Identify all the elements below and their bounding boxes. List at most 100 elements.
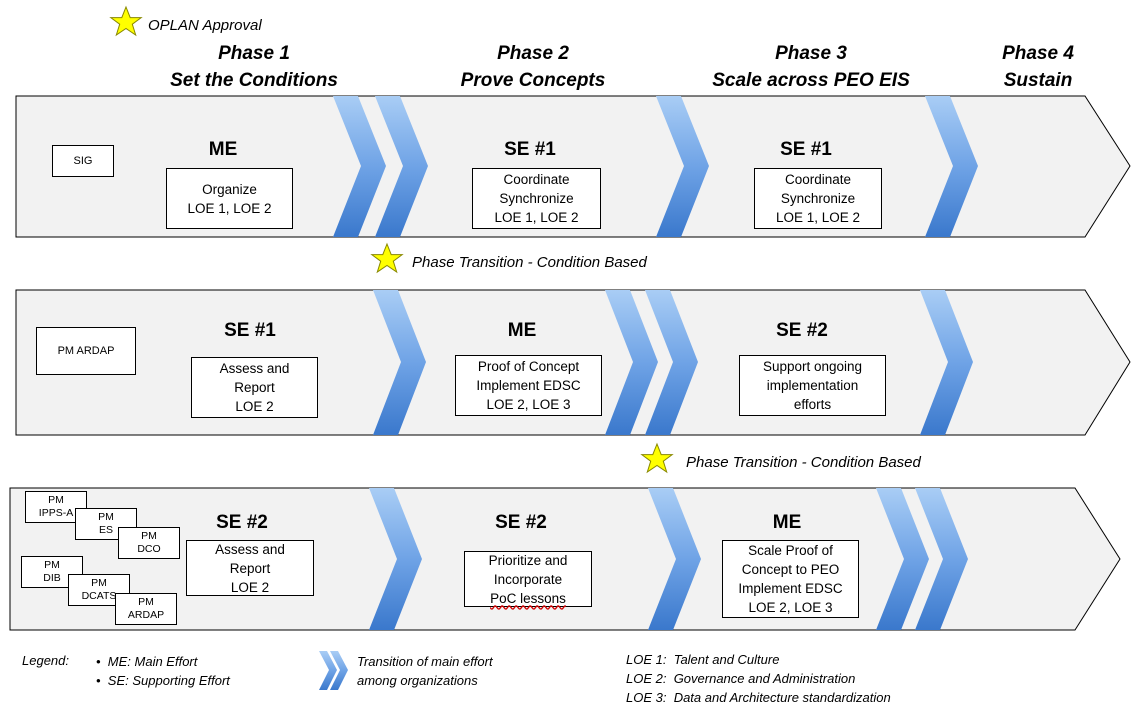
phase-subtitle: Set the Conditions bbox=[170, 70, 338, 91]
effort-line: Synchronize bbox=[780, 191, 856, 206]
effort-line: LOE 1, LOE 2 bbox=[775, 210, 861, 225]
phase-subtitle: Prove Concepts bbox=[460, 70, 606, 91]
legend-loe: LOE 3: Data and Architecture standardiza… bbox=[626, 690, 891, 705]
org-label: PM bbox=[91, 577, 107, 589]
legend-transition-line: among organizations bbox=[357, 673, 478, 688]
effort-box: Organize LOE 1, LOE 2 bbox=[166, 168, 293, 229]
effort-line: Assess and bbox=[215, 541, 285, 557]
effort-box: Proof of Concept Implement EDSC LOE 2, L… bbox=[455, 355, 602, 416]
legend-list: • ME: Main Effort • SE: Supporting Effor… bbox=[96, 652, 230, 690]
star-icon bbox=[370, 242, 404, 274]
legend-chevron-icon bbox=[330, 651, 348, 690]
effort-line: Scale Proof of bbox=[748, 543, 833, 558]
effort-label: SE #2 bbox=[495, 512, 547, 533]
effort-line: LOE 2 bbox=[235, 399, 274, 414]
phase-transition-label: Phase Transition - Condition Based bbox=[412, 254, 647, 271]
org-label: ES bbox=[98, 524, 113, 536]
transition-chevron bbox=[333, 96, 386, 237]
legend-loe: LOE 1: Talent and Culture bbox=[626, 652, 780, 667]
effort-line: efforts bbox=[793, 397, 832, 412]
effort-line: Implement EDSC bbox=[738, 581, 843, 596]
org-pm-dco: PM DCO bbox=[118, 527, 180, 559]
phase-name: Phase 3 bbox=[775, 43, 847, 64]
legend-item-text: ME: Main Effort bbox=[107, 654, 198, 669]
star-icon bbox=[109, 5, 143, 37]
effort-label: ME bbox=[507, 320, 537, 341]
org-label: SIG bbox=[73, 154, 93, 167]
org-label: PM ARDAP bbox=[57, 344, 115, 357]
phase-3-header: Phase 3 Scale across PEO EIS bbox=[708, 40, 914, 94]
phase-subtitle: Scale across PEO EIS bbox=[712, 70, 910, 91]
effort-box: Assess and Report LOE 2 bbox=[191, 357, 318, 418]
effort-line: Incorporate bbox=[493, 571, 563, 587]
phase-name: Phase 2 bbox=[497, 43, 569, 64]
effort-box: Support ongoing implementation efforts bbox=[739, 355, 886, 416]
effort-line: Support ongoing bbox=[762, 359, 863, 374]
effort-box: Coordinate Synchronize LOE 1, LOE 2 bbox=[754, 168, 882, 229]
phase-4-header: Phase 4 Sustain bbox=[993, 40, 1083, 94]
effort-line: Assess and bbox=[219, 361, 290, 376]
org-label: ARDAP bbox=[127, 609, 165, 621]
org-label: PM bbox=[48, 494, 64, 506]
effort-line: implementation bbox=[766, 378, 859, 393]
effort-box: Scale Proof of Concept to PEO Implement … bbox=[722, 540, 859, 618]
effort-line: LOE 1, LOE 2 bbox=[494, 210, 579, 225]
transition-chevron bbox=[369, 488, 422, 630]
effort-label: SE #1 bbox=[780, 139, 832, 160]
effort-label: ME bbox=[772, 512, 802, 533]
effort-label: SE #1 bbox=[224, 320, 276, 341]
effort-line: Report bbox=[234, 380, 275, 395]
org-pm-ardap: PM ARDAP bbox=[36, 327, 136, 375]
effort-box: Coordinate Synchronize LOE 1, LOE 2 bbox=[472, 168, 601, 229]
legend-transition-line: Transition of main effort bbox=[357, 654, 493, 669]
org-sig: SIG bbox=[52, 145, 114, 177]
legend-item: • SE: Supporting Effort bbox=[96, 673, 230, 688]
effort-line: Concept to PEO bbox=[741, 562, 840, 577]
legend-item-text: SE: Supporting Effort bbox=[107, 673, 230, 688]
org-pm-dib: PM DIB bbox=[21, 556, 83, 588]
phase-name: Phase 1 bbox=[218, 43, 290, 64]
transition-chevron bbox=[648, 488, 701, 630]
org-label: PM bbox=[138, 596, 154, 608]
transition-chevron bbox=[645, 290, 698, 435]
effort-line: LOE 1, LOE 2 bbox=[187, 200, 272, 216]
legend-transition: Transition of main effort among organiza… bbox=[357, 652, 493, 690]
org-label: DIB bbox=[43, 572, 61, 584]
transition-chevron bbox=[605, 290, 658, 435]
star-icon bbox=[640, 442, 674, 474]
org-pm-ardap: PM ARDAP bbox=[115, 593, 177, 625]
effort-line: Coordinate bbox=[503, 172, 570, 187]
phase-2-header: Phase 2 Prove Concepts bbox=[455, 40, 611, 94]
legend-item: • ME: Main Effort bbox=[96, 654, 198, 669]
effort-line: Report bbox=[229, 560, 271, 576]
effort-label: SE #2 bbox=[776, 320, 828, 341]
effort-box: Assess and Report LOE 2 bbox=[186, 540, 314, 596]
effort-line: PoC lessons bbox=[490, 590, 566, 606]
phase-1-header: Phase 1 Set the Conditions bbox=[168, 40, 340, 94]
effort-line: Implement EDSC bbox=[476, 378, 581, 393]
transition-chevron bbox=[925, 96, 978, 237]
transition-chevron bbox=[373, 290, 426, 435]
effort-line: Prioritize and bbox=[488, 552, 568, 568]
effort-label: SE #1 bbox=[504, 139, 556, 160]
effort-line: LOE 2, LOE 3 bbox=[486, 397, 571, 412]
effort-line: Synchronize bbox=[499, 191, 574, 206]
oplan-approval-label: OPLAN Approval bbox=[148, 17, 262, 34]
effort-box: Prioritize and Incorporate PoC lessons bbox=[464, 551, 592, 607]
legend-label: Legend: bbox=[22, 653, 69, 668]
org-label: DCO bbox=[137, 543, 161, 555]
org-label: DCATS bbox=[81, 590, 117, 602]
effort-line: Coordinate bbox=[784, 172, 852, 187]
phase-transition-label: Phase Transition - Condition Based bbox=[686, 454, 921, 471]
org-label: IPPS-A bbox=[38, 507, 74, 519]
phase-subtitle: Sustain bbox=[1003, 70, 1073, 91]
legend-chevron-icon bbox=[319, 651, 337, 690]
effort-line: LOE 2 bbox=[230, 579, 270, 595]
org-label: PM bbox=[141, 530, 157, 542]
transition-chevron bbox=[375, 96, 428, 237]
effort-label: ME bbox=[208, 139, 238, 160]
legend-loes: LOE 1: Talent and Culture LOE 2: Governa… bbox=[626, 650, 891, 707]
transition-chevron bbox=[920, 290, 973, 435]
transition-chevron bbox=[876, 488, 929, 630]
phase-name: Phase 4 bbox=[1002, 43, 1074, 64]
